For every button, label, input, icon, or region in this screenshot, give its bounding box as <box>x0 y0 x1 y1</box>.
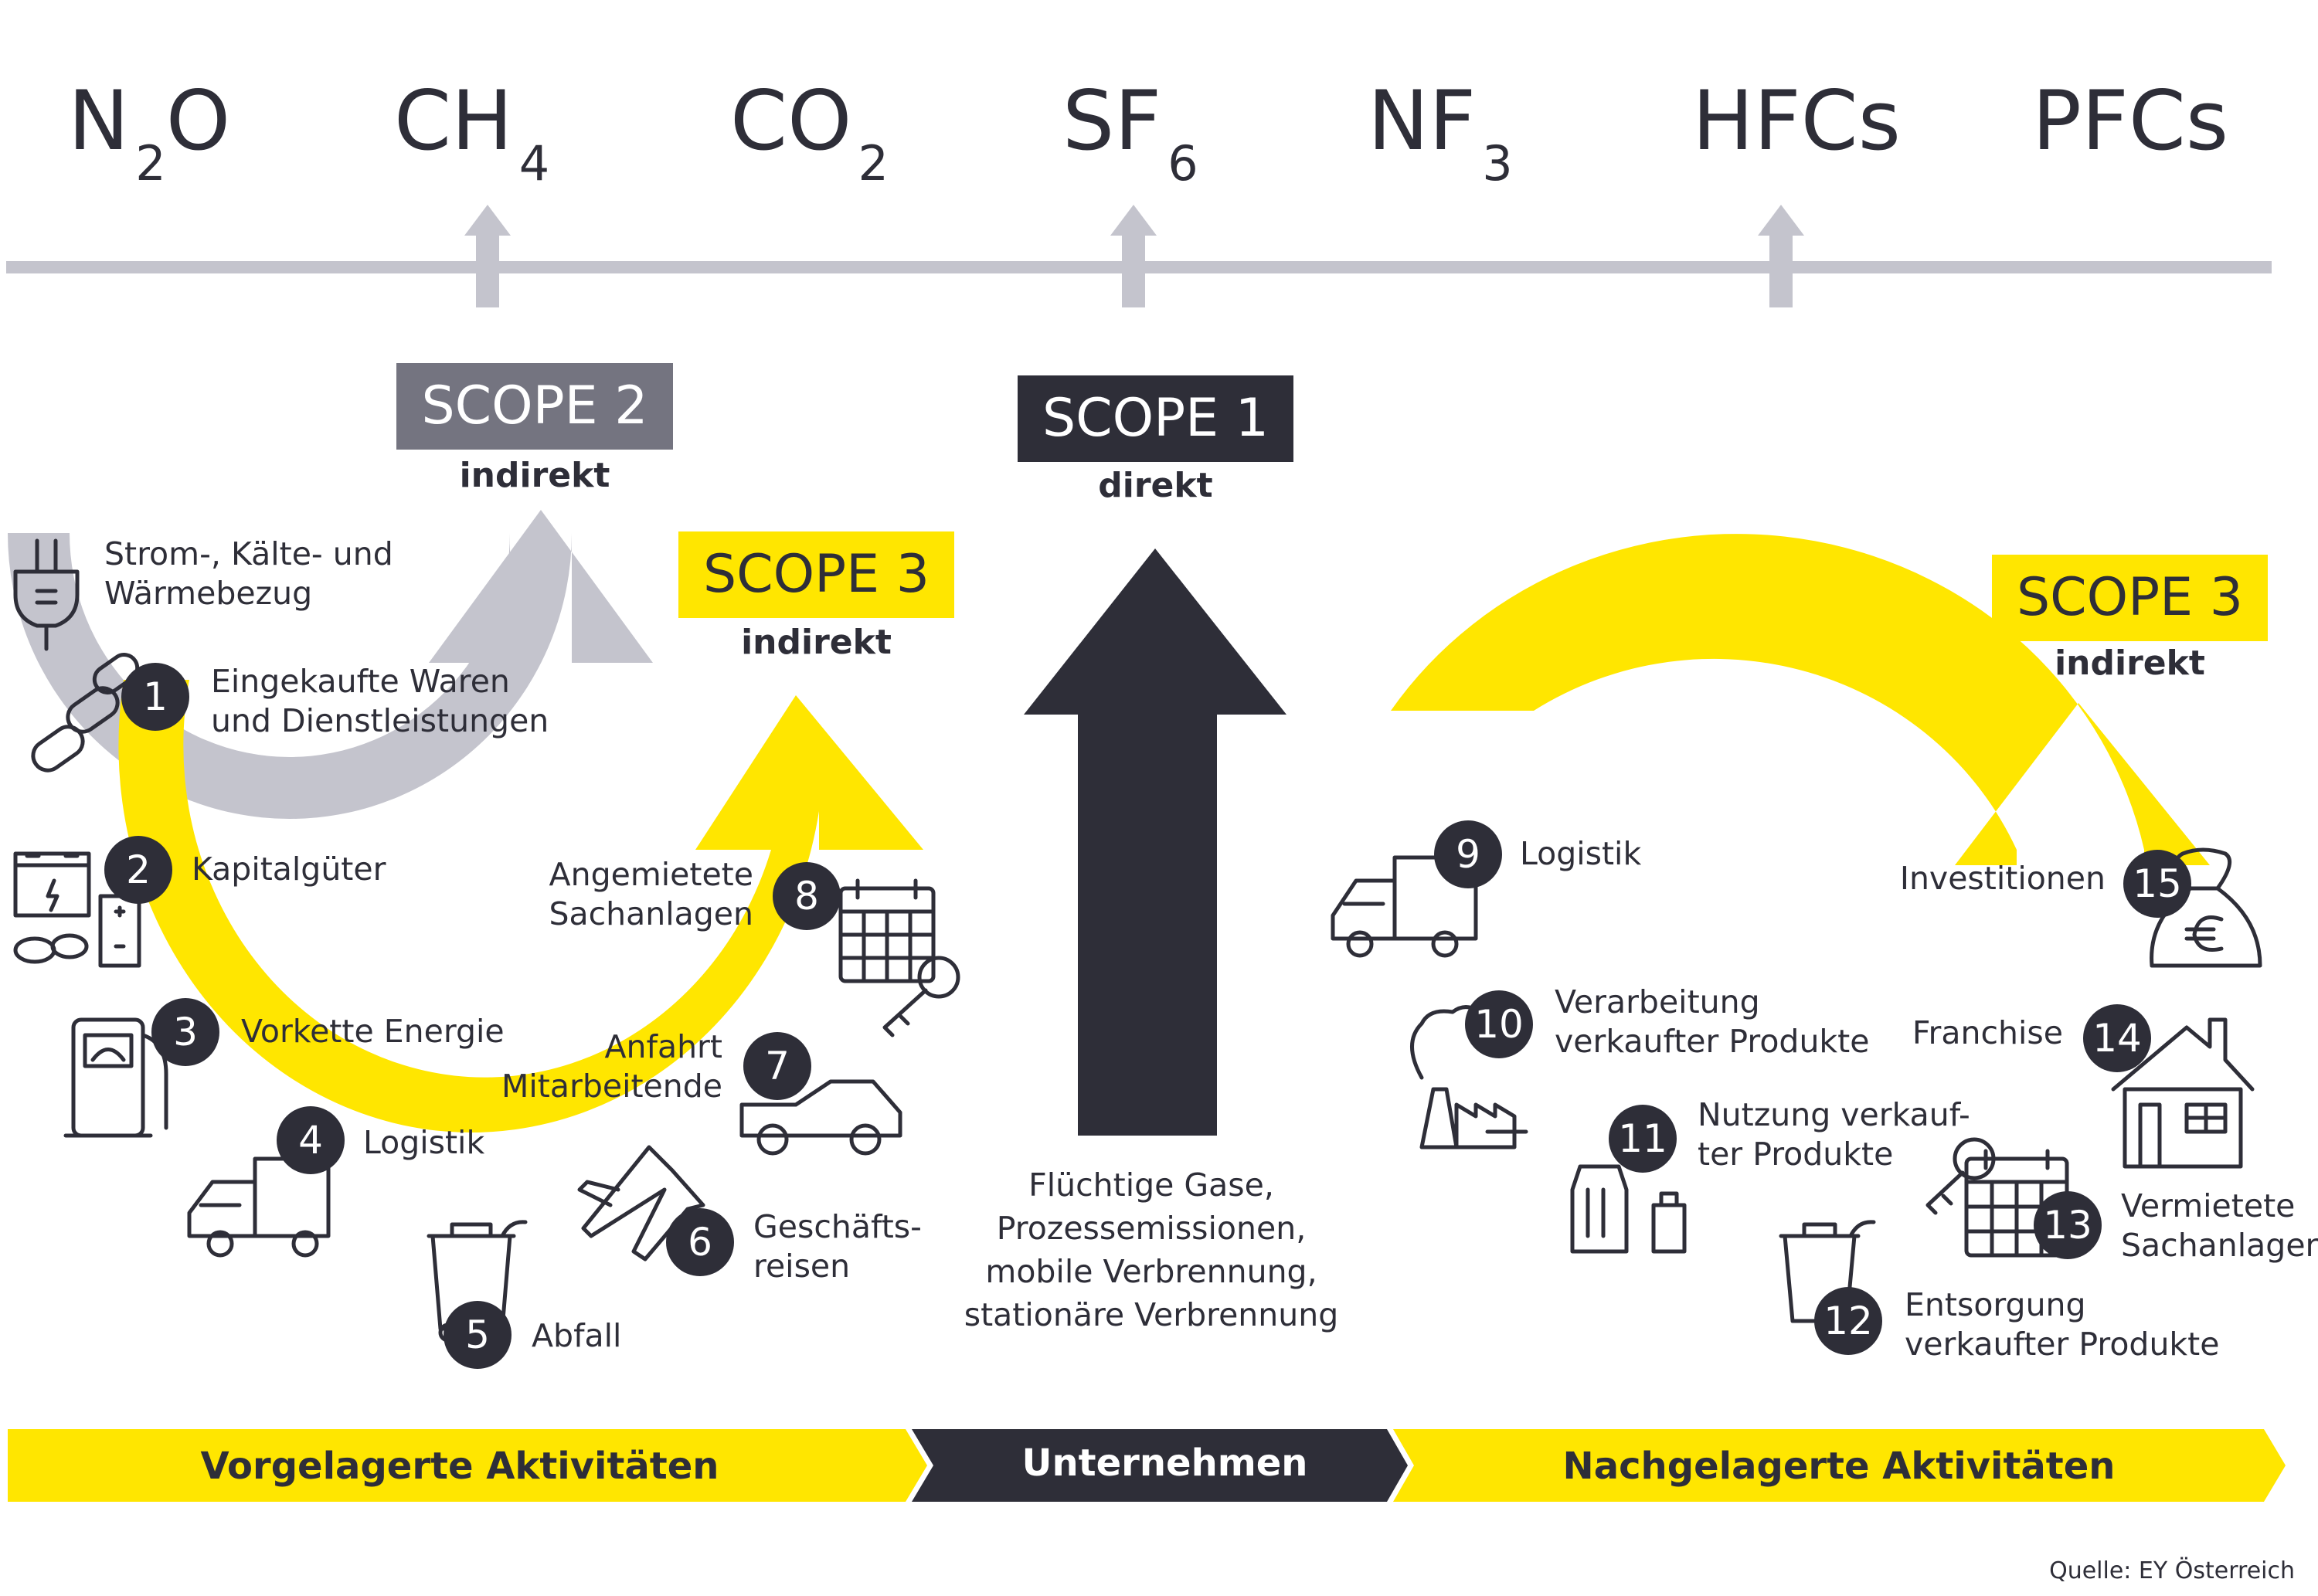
item-2-label: Kapitalgüter <box>192 851 386 888</box>
item-6-label: Geschäfts-reisen <box>753 1208 922 1285</box>
item-1-number: 1 <box>121 663 189 731</box>
truck-icon-9 <box>1331 855 1478 958</box>
gas-hfcs: HFCs <box>1692 73 1901 168</box>
source-note: Quelle: EY Österreich <box>2049 1557 2295 1584</box>
factory-icon <box>1410 1005 1528 1149</box>
scope1-sources: Flüchtige Gase,Prozessemissionen,mobile … <box>964 1166 1339 1333</box>
item-5-label: Abfall <box>532 1317 622 1354</box>
scope3-right-title: SCOPE 3 <box>1992 555 2268 641</box>
item-9-number: 9 <box>1434 820 1502 888</box>
item-9-label: Logistik <box>1520 835 1642 872</box>
scope1-title: SCOPE 1 <box>1018 375 1293 462</box>
item-14-number: 14 <box>2083 1004 2151 1072</box>
item-15-label: Investitionen <box>1899 860 2106 897</box>
item-10-number: 10 <box>1465 990 1533 1058</box>
band-company-label: Unternehmen <box>1021 1441 1308 1485</box>
scope3-right-subtitle: indirekt <box>2055 643 2205 683</box>
airplane-icon <box>577 1145 705 1262</box>
item-12-number: 12 <box>1814 1287 1882 1355</box>
scope1-subtitle: direkt <box>1098 466 1213 505</box>
scope1-arrow <box>1024 548 1286 1136</box>
band-middle-shape <box>912 1429 1408 1502</box>
item-4-label: Logistik <box>363 1124 485 1161</box>
band-right-shape <box>1393 1429 2286 1502</box>
band-left-shape <box>8 1429 927 1502</box>
band-upstream-label: Vorgelagerte Aktivitäten <box>200 1445 719 1488</box>
scope2-title: SCOPE 2 <box>396 363 673 450</box>
item-8-number: 8 <box>773 862 841 930</box>
scope3-left-subtitle: indirekt <box>741 623 892 662</box>
scope3-downstream-arrow <box>1391 534 2210 865</box>
plug-icon <box>13 538 80 651</box>
item-3-number: 3 <box>151 998 219 1066</box>
item-2-number: 2 <box>104 836 172 904</box>
item-5-number: 5 <box>444 1301 512 1369</box>
band-downstream-label: Nachgelagerte Aktivitäten <box>1562 1445 2116 1488</box>
car-icon <box>739 1079 902 1156</box>
item-14-label: Franchise <box>1912 1014 2063 1051</box>
item-11-number: 11 <box>1609 1105 1677 1173</box>
scope2-subtitle: indirekt <box>459 456 610 495</box>
item-3-label: Vorkette Energie <box>241 1013 505 1050</box>
gas-arrow-ch4 <box>464 205 511 307</box>
item-6-number: 6 <box>666 1208 734 1276</box>
chain-icon <box>31 653 140 773</box>
item-15-number: 15 <box>2123 850 2191 918</box>
gas-arrow-sf6 <box>1110 205 1157 307</box>
scope3-upstream-arrow <box>118 680 924 1132</box>
item-4-number: 4 <box>277 1106 345 1174</box>
gas-pfcs: PFCs <box>2032 73 2229 168</box>
gas-arrow-hfcs <box>1758 205 1804 307</box>
scope3-left-title: SCOPE 3 <box>678 531 954 618</box>
calendar-key-icon-8 <box>838 878 960 1037</box>
item-11-label: Nutzung verkauf-ter Produkte <box>1698 1096 1970 1173</box>
bottle-icon-11 <box>1570 1164 1687 1254</box>
house-icon <box>2111 1017 2255 1169</box>
item-7-number: 7 <box>743 1032 811 1100</box>
item-13-number: 13 <box>2034 1191 2102 1259</box>
